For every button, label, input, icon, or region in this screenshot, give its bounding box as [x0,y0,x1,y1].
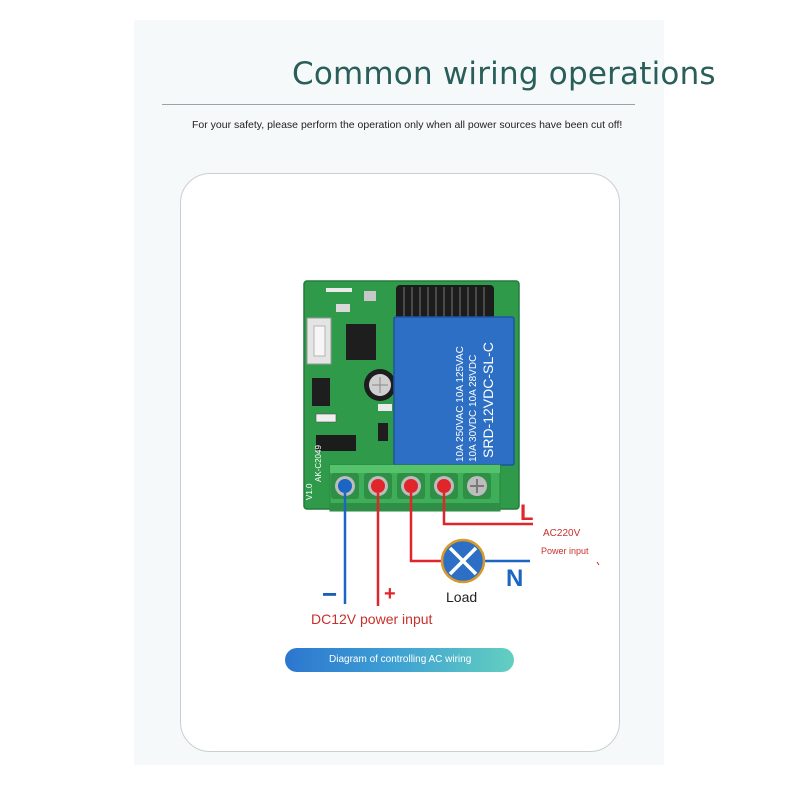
terminal-dc-plus [371,479,385,493]
terminal-block [329,464,501,512]
load-lamp-icon [440,538,486,584]
wire-line-L [442,493,533,526]
safety-note: For your safety, please perform the oper… [192,119,623,131]
terminal-dc-minus [338,479,352,493]
neutral-N-label: N [506,565,524,592]
ac-power-input-label: Power input [541,546,589,556]
relay-rating-line-1: 10A 250VAC 10A 125VAC [455,346,466,462]
terminal-com [404,479,418,493]
wire-to-load [409,493,442,563]
svg-text:AK-C2049: AK-C2049 [314,445,323,482]
line-L-label: L [520,500,534,525]
load-label: Load [446,589,478,605]
ac-voltage-label: AC220V [543,528,581,539]
page-title: Common wiring operations [292,56,716,92]
dc-minus-label: − [322,579,338,609]
dc-plus-label: + [384,583,396,605]
relay-model: SRD-12VDC-SL-C [480,342,496,458]
diagram-caption-pill: Diagram of controlling AC wiring [285,648,514,672]
title-divider [162,104,635,105]
terminal-no [437,479,451,493]
relay-rating-line-2: 10A 30VDC 10A 28VDC [468,355,479,462]
wires [343,493,533,606]
pcb-label: V1.0 AK-C2049 [305,445,323,500]
svg-text:V1.0: V1.0 [305,483,314,500]
dc-power-input-label: DC12V power input [311,611,433,627]
relay-component: 10A 250VAC 10A 125VAC 10A 30VDC 10A 28VD… [393,316,515,466]
